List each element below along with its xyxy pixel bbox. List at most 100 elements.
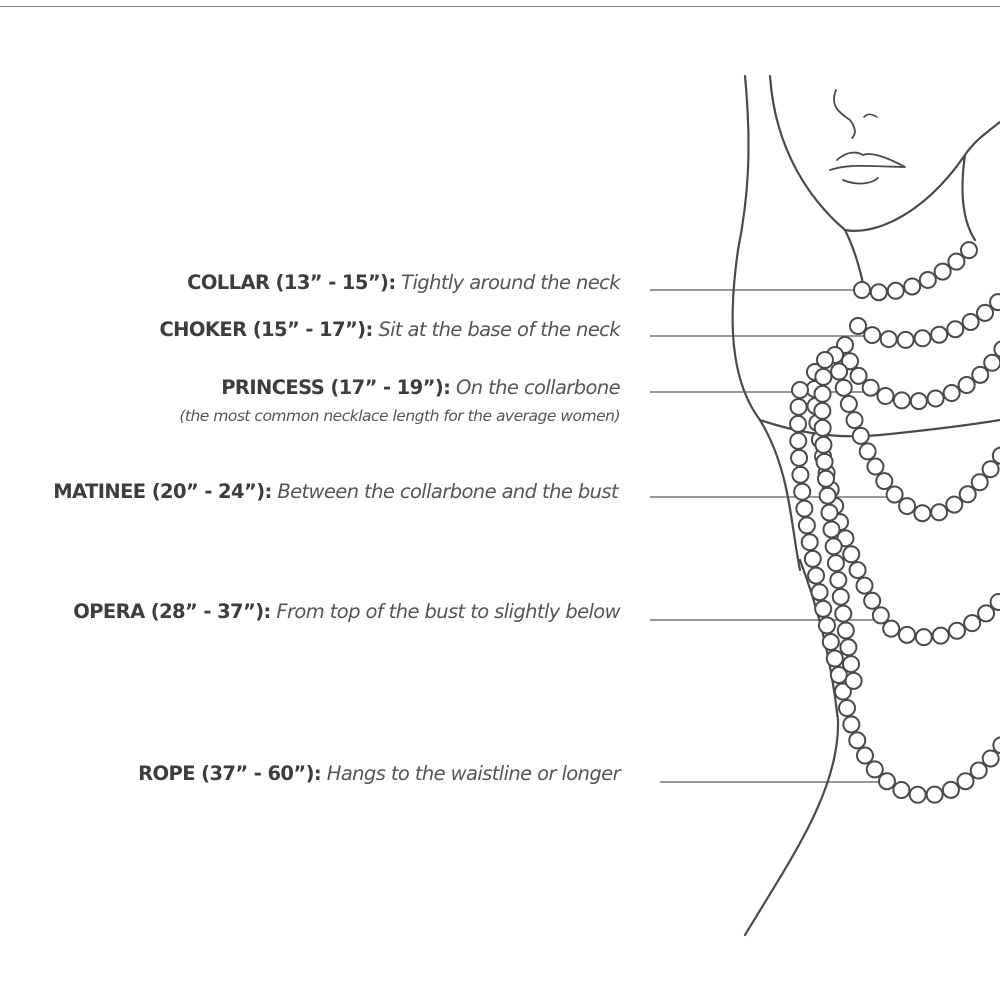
- pearl-collar: [959, 241, 978, 260]
- pearl-rope-inner: [813, 418, 832, 437]
- pearl-opera: [989, 592, 1000, 611]
- pearl-matinee: [930, 503, 949, 522]
- pearl-opera: [855, 576, 874, 595]
- pearl-rope-inner: [841, 655, 860, 674]
- pearl-rope: [797, 516, 816, 535]
- pearl-rope: [833, 682, 852, 701]
- hair-left-outline: [731, 74, 802, 572]
- pearl-rope-inner: [822, 520, 841, 539]
- pearl-choker: [896, 330, 915, 349]
- princess-name: PRINCESS (17” - 19”):: [221, 376, 451, 399]
- pearl-rope: [789, 397, 808, 416]
- pearl-rope: [821, 632, 840, 651]
- pearl-matinee: [858, 442, 877, 461]
- pearl-collar: [886, 281, 905, 300]
- label-rope: ROPE (37” - 60”): Hangs to the waistline…: [138, 762, 620, 785]
- pearl-matinee: [885, 485, 904, 504]
- pearl-opera: [842, 545, 861, 564]
- pearl-matinee: [945, 495, 964, 514]
- pearl-rope: [981, 749, 1000, 768]
- pearl-collar: [903, 277, 922, 296]
- pearl-collar: [869, 283, 888, 302]
- pearl-opera: [963, 614, 982, 633]
- pearl-rope: [800, 533, 819, 552]
- nose-icon: [833, 89, 856, 139]
- pearl-opera: [931, 626, 950, 645]
- princess-note: (the most common necklace length for the…: [179, 407, 620, 425]
- pearl-princess: [957, 376, 976, 395]
- pearl-choker: [946, 320, 965, 339]
- princess-description: On the collarbone: [455, 376, 621, 399]
- neck-right: [961, 153, 977, 242]
- pearl-rope-inner: [824, 537, 843, 556]
- pearl-rope-inner: [839, 638, 858, 657]
- pearl-princess: [983, 353, 1000, 372]
- pearl-rope-inner: [815, 452, 834, 471]
- choker-name: CHOKER (15” - 17”):: [159, 318, 373, 341]
- pearl-rope: [842, 715, 861, 734]
- label-princess: PRINCESS (17” - 19”): On the collarbone: [221, 376, 620, 399]
- pearl-rope: [791, 381, 809, 399]
- pearl-collar: [933, 262, 952, 281]
- pearl-rope: [992, 736, 1000, 755]
- pearl-princess: [861, 378, 880, 397]
- pearl-choker: [913, 329, 932, 348]
- pearl-princess: [892, 391, 911, 410]
- pearl-princess: [876, 386, 895, 405]
- pearl-rope: [838, 699, 857, 718]
- pearl-rope-inner: [813, 401, 832, 420]
- pearl-rope: [969, 761, 988, 780]
- pearl-rope: [803, 549, 822, 568]
- label-opera: OPERA (28” - 37”): From top of the bust …: [73, 600, 620, 623]
- pearl-rope: [814, 599, 833, 618]
- pearl-collar: [853, 281, 871, 299]
- pearl-rope: [817, 616, 836, 635]
- pearl-matinee: [830, 362, 849, 381]
- rope-name: ROPE (37” - 60”):: [138, 762, 322, 785]
- pearl-opera: [977, 604, 996, 623]
- pearl-rope: [941, 780, 960, 799]
- pearl-princess: [971, 365, 990, 384]
- pearl-rope: [855, 746, 874, 765]
- pearl-rope: [810, 583, 829, 602]
- pearl-rope: [807, 566, 826, 585]
- pearl-matinee: [991, 446, 1000, 465]
- pearl-rope: [956, 772, 975, 791]
- pearl-princess: [909, 392, 928, 411]
- pearl-rope-inner: [831, 587, 850, 606]
- pearl-choker: [849, 317, 867, 335]
- pearl-matinee: [839, 395, 858, 414]
- pearl-rope: [825, 649, 844, 668]
- pearl-rope: [925, 785, 944, 804]
- pearl-opera: [914, 628, 933, 647]
- opera-name: OPERA (28” - 37”):: [73, 600, 271, 623]
- pearl-rope: [791, 465, 810, 484]
- pearl-princess: [942, 384, 961, 403]
- rope-description: Hangs to the waistline or longer: [326, 762, 621, 785]
- pearl-rope: [793, 482, 812, 501]
- top-divider: [0, 6, 1000, 7]
- upper-lip: [829, 151, 906, 171]
- pearl-matinee: [958, 485, 977, 504]
- pearl-opera: [863, 591, 882, 610]
- pearl-rope: [877, 772, 896, 791]
- label-collar: COLLAR (13” - 15”): Tightly around the n…: [187, 271, 620, 294]
- pearl-choker: [879, 330, 898, 349]
- pearl-rope-inner: [834, 604, 853, 623]
- pearl-matinee: [834, 378, 853, 397]
- pearl-opera: [947, 621, 966, 640]
- pearl-matinee: [913, 504, 932, 523]
- pearl-choker: [961, 312, 980, 331]
- nostril: [863, 113, 878, 118]
- pearl-princess: [993, 340, 1000, 358]
- pearl-matinee: [866, 457, 885, 476]
- pearl-choker: [975, 303, 994, 322]
- pearl-matinee: [981, 460, 1000, 479]
- pearl-rope-inner: [818, 486, 837, 505]
- pearl-matinee: [970, 473, 989, 492]
- label-matinee: MATINEE (20” - 24”): Between the collarb…: [53, 480, 618, 503]
- pearl-rope-inner: [820, 503, 839, 522]
- pearl-opera: [882, 619, 901, 638]
- pearl-matinee: [875, 472, 894, 491]
